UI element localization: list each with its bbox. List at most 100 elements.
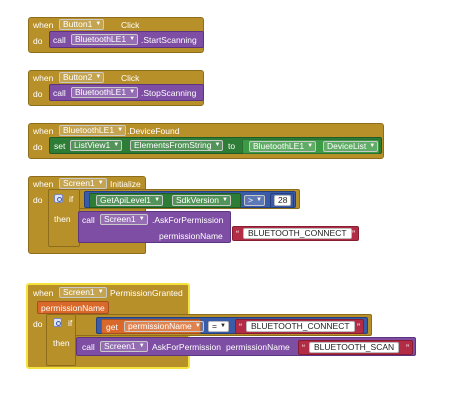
event-block-devicefound[interactable]: when BluetoothLE1▼ .DeviceFound do set L… bbox=[28, 123, 384, 159]
get-property-name: DeviceList bbox=[327, 141, 367, 151]
set-property-block[interactable]: set ListView1▼ ElementsFromString▼ to Bl… bbox=[49, 137, 382, 154]
caret-down-icon: ▼ bbox=[256, 197, 262, 203]
call-method-block[interactable]: call Screen1▼ AskForPermission permissio… bbox=[76, 337, 416, 356]
component-name: Screen1 bbox=[63, 178, 95, 188]
component-dropdown[interactable]: Screen1▼ bbox=[59, 287, 107, 298]
component-name: Button1 bbox=[63, 19, 93, 29]
event-name: .DeviceFound bbox=[127, 126, 180, 136]
call-method-block[interactable]: call BluetoothLE1▼ .StartScanning bbox=[49, 31, 204, 48]
to-label: to bbox=[228, 141, 236, 151]
then-label: then bbox=[53, 338, 70, 348]
compare-block[interactable]: get permissionName▼ =▼ “ BLUETOOTH_CONNE… bbox=[96, 317, 368, 334]
quote-open-icon: “ bbox=[239, 322, 242, 332]
set-property-name: ElementsFromString bbox=[134, 140, 212, 150]
text-field[interactable]: BLUETOOTH_CONNECT bbox=[243, 228, 352, 239]
set-target-name: ListView1 bbox=[74, 140, 111, 150]
get-property-block[interactable]: BluetoothLE1▼ DeviceList▼ bbox=[242, 139, 380, 154]
get-property-dropdown[interactable]: SdkVersion▼ bbox=[172, 195, 231, 206]
when-label: when bbox=[33, 126, 54, 136]
caret-down-icon: ▼ bbox=[214, 142, 221, 148]
call-method-block[interactable]: call BluetoothLE1▼ .StopScanning bbox=[49, 84, 204, 101]
operator-symbol: > bbox=[248, 195, 253, 205]
quote-open-icon: “ bbox=[236, 229, 239, 239]
event-block-button1-click[interactable]: when Button1▼ Click do call BluetoothLE1… bbox=[28, 17, 204, 53]
then-label: then bbox=[54, 214, 71, 224]
event-name: Click bbox=[121, 20, 140, 30]
component-name: BluetoothLE1 bbox=[63, 125, 115, 135]
caret-down-icon: ▼ bbox=[95, 74, 102, 80]
do-label: do bbox=[33, 89, 43, 99]
call-label: call bbox=[53, 88, 66, 98]
get-property-block[interactable]: GetApiLevel1▼ SdkVersion▼ bbox=[89, 193, 241, 208]
get-label: get bbox=[106, 322, 118, 332]
call-label: call bbox=[53, 35, 66, 45]
when-label: when bbox=[33, 20, 54, 30]
variable-dropdown[interactable]: permissionName▼ bbox=[124, 321, 204, 332]
variable-name: permissionName bbox=[128, 321, 192, 331]
method-name: .AskForPermission bbox=[152, 215, 224, 225]
get-target-dropdown[interactable]: BluetoothLE1▼ bbox=[249, 141, 317, 152]
text-field[interactable]: BLUETOOTH_CONNECT bbox=[246, 321, 355, 332]
quote-close-icon: ” bbox=[352, 229, 355, 239]
operator-symbol: = bbox=[212, 321, 217, 331]
target-name: Screen1 bbox=[104, 214, 136, 224]
target-dropdown[interactable]: Screen1▼ bbox=[100, 341, 148, 352]
set-target-dropdown[interactable]: ListView1▼ bbox=[70, 140, 123, 151]
text-field[interactable]: BLUETOOTH_SCAN bbox=[309, 342, 400, 353]
get-property-dropdown[interactable]: DeviceList▼ bbox=[323, 141, 379, 152]
event-name: Click bbox=[121, 73, 140, 83]
component-dropdown[interactable]: Button2▼ bbox=[59, 72, 105, 83]
get-target-name: BluetoothLE1 bbox=[253, 141, 305, 151]
event-param[interactable]: permissionName bbox=[37, 301, 109, 314]
caret-down-icon: ▼ bbox=[97, 180, 104, 186]
if-label: if bbox=[69, 194, 74, 204]
caret-down-icon: ▼ bbox=[194, 323, 201, 329]
when-label: when bbox=[33, 288, 54, 298]
target-dropdown[interactable]: Screen1▼ bbox=[100, 214, 148, 225]
do-label: do bbox=[33, 142, 43, 152]
call-method-block[interactable]: call Screen1▼ .AskForPermission permissi… bbox=[78, 211, 231, 243]
number-field[interactable]: 28 bbox=[274, 195, 292, 206]
gear-icon[interactable] bbox=[53, 318, 62, 327]
text-block[interactable]: “ BLUETOOTH_CONNECT ” bbox=[235, 319, 364, 334]
number-block[interactable]: 28 bbox=[270, 193, 294, 208]
when-label: when bbox=[33, 73, 54, 83]
compare-block[interactable]: GetApiLevel1▼ SdkVersion▼ >▼ 28 bbox=[84, 191, 296, 208]
caret-down-icon: ▼ bbox=[129, 36, 136, 42]
get-target-dropdown[interactable]: GetApiLevel1▼ bbox=[96, 195, 164, 206]
target-name: BluetoothLE1 bbox=[75, 34, 127, 44]
operator-dropdown[interactable]: >▼ bbox=[244, 195, 265, 206]
set-property-dropdown[interactable]: ElementsFromString▼ bbox=[130, 140, 224, 151]
do-label: do bbox=[33, 195, 43, 205]
event-name: PermissionGranted bbox=[110, 288, 183, 298]
component-dropdown[interactable]: Button1▼ bbox=[59, 19, 105, 30]
text-block[interactable]: “ BLUETOOTH_CONNECT ” bbox=[232, 226, 359, 241]
text-block[interactable]: “ BLUETOOTH_SCAN ” bbox=[298, 340, 413, 355]
quote-close-icon: ” bbox=[357, 322, 360, 332]
target-dropdown[interactable]: BluetoothLE1▼ bbox=[71, 87, 139, 98]
caret-down-icon: ▼ bbox=[113, 142, 120, 148]
get-property-name: SdkVersion bbox=[176, 195, 219, 205]
component-dropdown[interactable]: BluetoothLE1▼ bbox=[59, 125, 127, 136]
caret-down-icon: ▼ bbox=[97, 289, 104, 295]
event-block-button2-click[interactable]: when Button2▼ Click do call BluetoothLE1… bbox=[28, 70, 204, 106]
set-label: set bbox=[54, 141, 66, 151]
quote-close-icon: ” bbox=[406, 343, 409, 353]
caret-down-icon: ▼ bbox=[138, 343, 145, 349]
do-label: do bbox=[33, 36, 43, 46]
do-label: do bbox=[33, 319, 43, 329]
caret-down-icon: ▼ bbox=[154, 197, 161, 203]
caret-down-icon: ▼ bbox=[117, 127, 124, 133]
operator-dropdown[interactable]: =▼ bbox=[208, 321, 229, 332]
caret-down-icon: ▼ bbox=[307, 143, 314, 149]
call-label: call bbox=[82, 215, 95, 225]
get-variable-block[interactable]: get permissionName▼ bbox=[101, 319, 204, 334]
component-name: Button2 bbox=[63, 72, 93, 82]
target-dropdown[interactable]: BluetoothLE1▼ bbox=[71, 34, 139, 45]
component-dropdown[interactable]: Screen1▼ bbox=[59, 178, 107, 189]
get-target-name: GetApiLevel1 bbox=[100, 195, 152, 205]
caret-down-icon: ▼ bbox=[138, 216, 145, 222]
gear-icon[interactable] bbox=[54, 194, 63, 203]
target-name: BluetoothLE1 bbox=[75, 87, 127, 97]
caret-down-icon: ▼ bbox=[95, 21, 102, 27]
